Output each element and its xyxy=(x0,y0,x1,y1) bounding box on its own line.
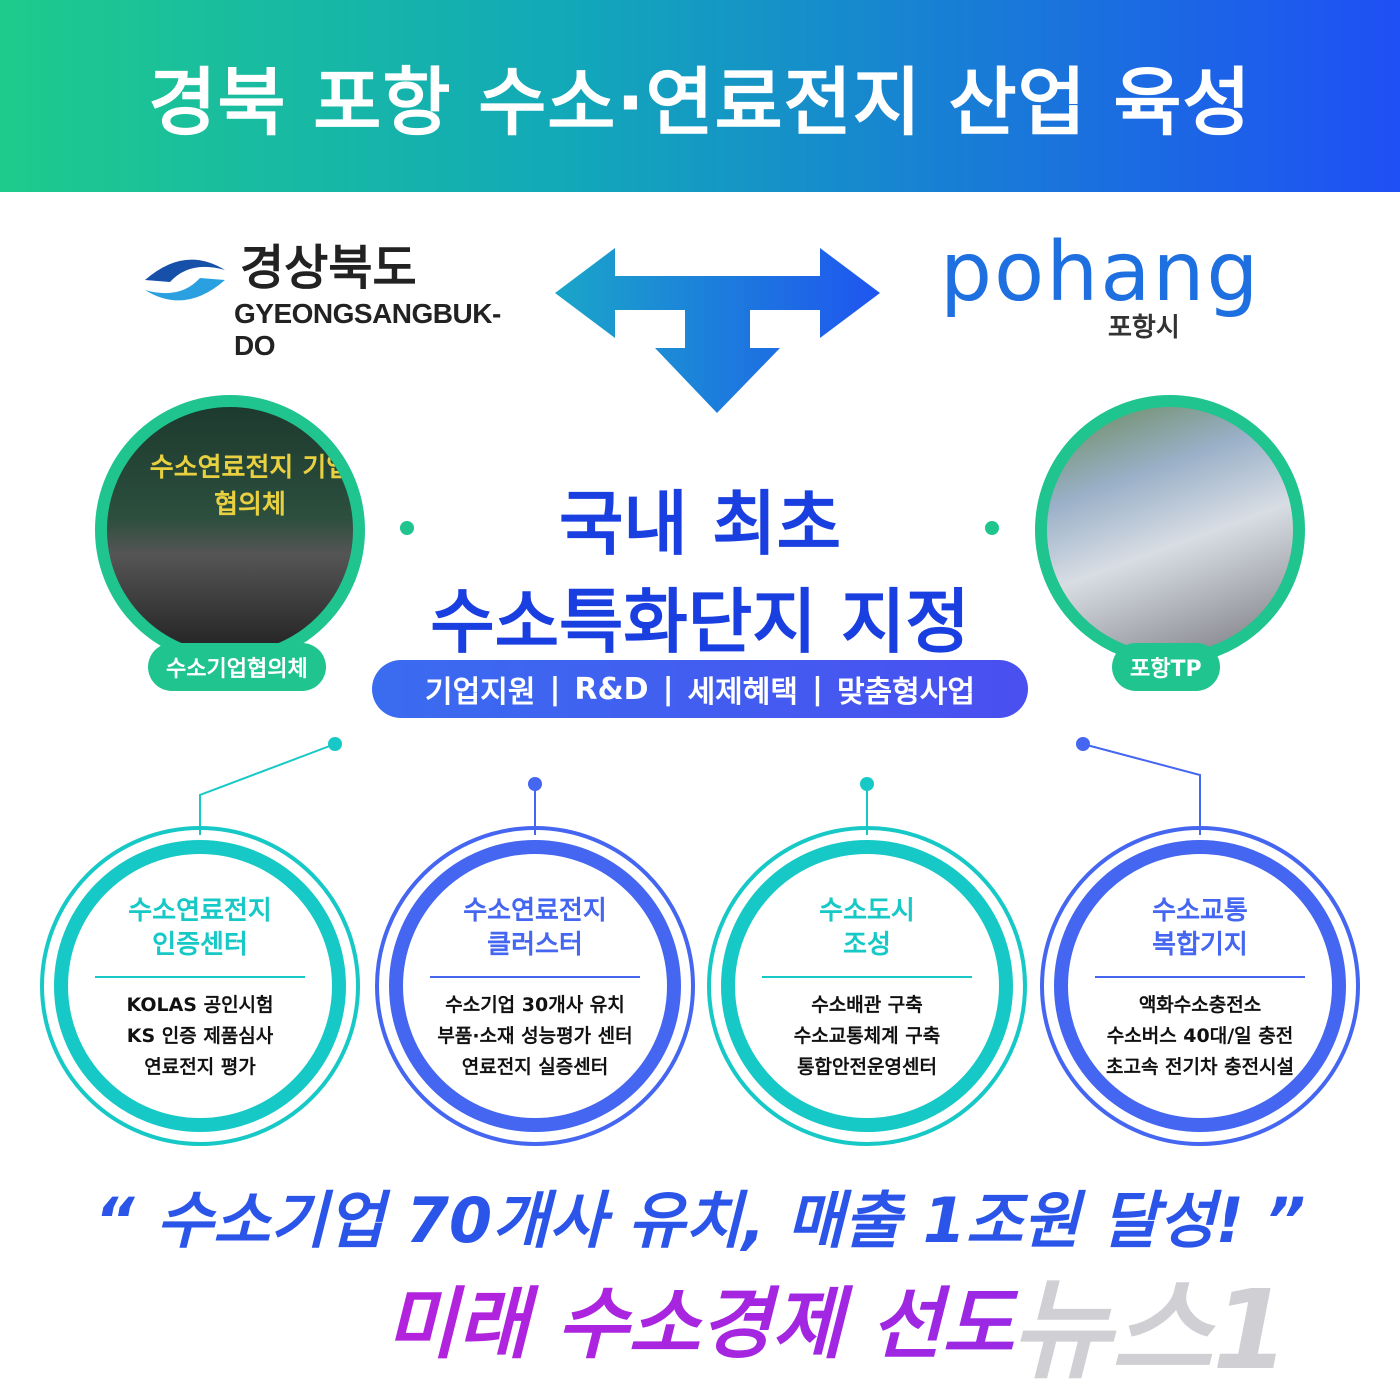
circle-title: 수소교통 xyxy=(1152,896,1248,926)
pohang-logo: pohang 포항시 xyxy=(940,225,1260,345)
circle-title: 클러스터 xyxy=(487,930,583,960)
divider xyxy=(1095,976,1305,978)
circle-title: 수소도시 xyxy=(819,896,915,926)
header-banner: 경북 포항 수소·연료전지 산업 육성 xyxy=(0,0,1400,192)
page-title: 경북 포항 수소·연료전지 산업 육성 xyxy=(148,59,1252,146)
circle-item: KS 인증 제품심사 xyxy=(126,1025,274,1047)
circle-item: 통합안전운영센터 xyxy=(797,1056,937,1078)
separator: | xyxy=(811,671,823,707)
circle-item: 수소버스 40대/일 충전 xyxy=(1106,1025,1294,1047)
divider xyxy=(430,976,640,978)
circle-item: 부품·소재 성능평가 센터 xyxy=(437,1025,633,1047)
divider xyxy=(95,976,305,978)
photo-label-council: 수소기업협의체 xyxy=(148,643,326,691)
circle-item: 수소교통체계 구축 xyxy=(793,1025,941,1047)
divider xyxy=(762,976,972,978)
circle-item: 초고속 전기차 충전시설 xyxy=(1105,1056,1295,1078)
circle-item: 액화수소충전소 xyxy=(1138,994,1262,1016)
pohang-name-en: pohang xyxy=(940,225,1261,320)
pohang-name-kr: 포항시 xyxy=(1108,313,1180,343)
tag: 세제혜택 xyxy=(687,675,798,710)
headline-line2: 수소특화단지 지정 xyxy=(430,581,970,663)
connector-dot xyxy=(400,521,414,535)
news1-watermark: 뉴스1 xyxy=(1010,1266,1289,1394)
gyeongbuk-logo: 경상북도 GYEONGSANGBUK-DO xyxy=(140,228,501,361)
circle-title: 수소연료전지 xyxy=(128,896,272,926)
gyeongbuk-emblem-icon xyxy=(145,259,225,301)
goal-quote: “ 수소기업 70개사 유치, 매출 1조원 달성! ” xyxy=(94,1184,1306,1257)
headline-line1: 국내 최초 xyxy=(559,483,841,565)
three-way-arrow-icon xyxy=(555,248,880,413)
connector-dot xyxy=(985,521,999,535)
separator: | xyxy=(549,671,561,707)
circle-item: KOLAS 공인시험 xyxy=(126,994,274,1016)
circle-item: 수소기업 30개사 유치 xyxy=(445,994,625,1016)
benefit-tags-bar: 기업지원 | R&D | 세제혜택 | 맞춤형사업 xyxy=(372,660,1028,718)
circle-item: 수소배관 구축 xyxy=(811,994,923,1016)
circle-item: 연료전지 평가 xyxy=(144,1056,256,1078)
circle-title: 수소연료전지 xyxy=(463,896,607,926)
circle-title: 조성 xyxy=(843,930,891,960)
connector-lines xyxy=(199,737,1201,835)
photo-label-pohang-tp: 포항TP xyxy=(1112,643,1220,691)
separator: | xyxy=(662,671,674,707)
circle-title: 인증센터 xyxy=(152,930,248,960)
gyeongbuk-name-kr: 경상북도 xyxy=(240,240,417,296)
tag: 맞춤형사업 xyxy=(836,675,975,710)
tag: 기업지원 xyxy=(425,675,536,710)
photo-caption: 수소연료전지 기업협의체 xyxy=(149,453,351,520)
slogan: 미래 수소경제 선도 xyxy=(0,1262,1400,1374)
gyeongbuk-name-en: GYEONGSANGBUK-DO xyxy=(234,298,501,361)
tag: R&D xyxy=(574,671,649,707)
circle-item: 연료전지 실증센터 xyxy=(461,1056,609,1078)
circle-title: 복합기지 xyxy=(1152,930,1248,960)
